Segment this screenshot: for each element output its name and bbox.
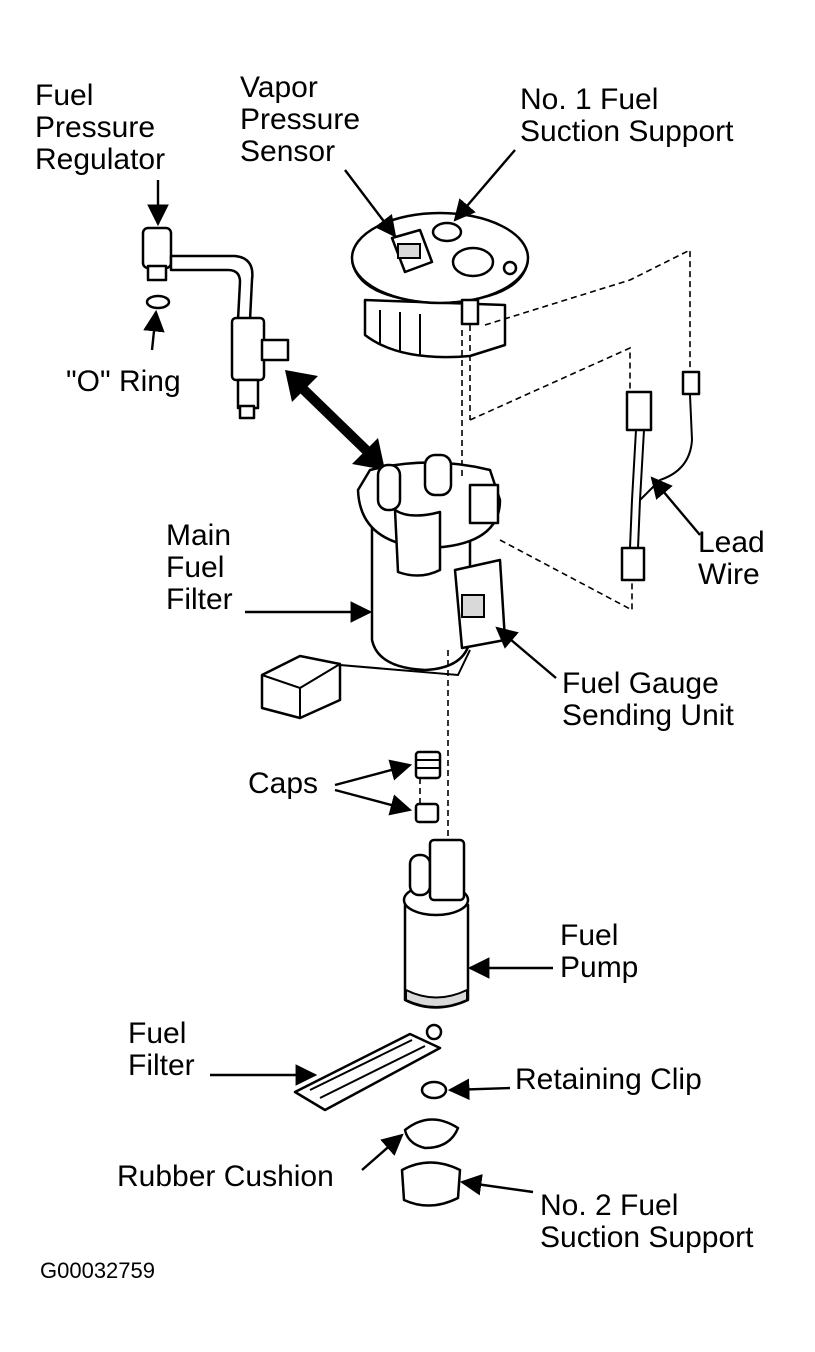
label-line: Pressure — [240, 103, 361, 136]
label-line: Fuel — [128, 1017, 187, 1050]
label-no1-fuel-suction-support: No. 1 Fuel Suction Support — [520, 84, 733, 148]
fuel-filter-part — [293, 1023, 443, 1112]
label-fuel-filter: Fuel Filter — [128, 1018, 195, 1082]
leader-no2-fuel-suction-support — [459, 1174, 534, 1196]
label-line: Main — [166, 519, 232, 552]
label-line: Pump — [560, 951, 639, 984]
figure-code: G00032759 — [40, 1258, 155, 1283]
assembly-double-arrow — [285, 370, 385, 470]
fuel-pressure-regulator-part — [141, 226, 290, 420]
label-line: Rubber Cushion — [117, 1160, 334, 1193]
label-main-fuel-filter: Main Fuel Filter — [166, 520, 233, 616]
leader-no1-fuel-suction-support — [453, 149, 516, 222]
leader-caps-2 — [334, 788, 413, 816]
label-o-ring: "O" Ring — [66, 366, 181, 398]
label-line: Pressure — [35, 111, 156, 144]
leader-retaining-clip — [447, 1078, 511, 1101]
alignment-dashed-lines — [419, 248, 691, 840]
label-rubber-cushion: Rubber Cushion — [117, 1161, 334, 1193]
label-line: Sensor — [240, 135, 336, 168]
label-line: "O" Ring — [66, 365, 181, 398]
lead-wire-part — [620, 370, 701, 582]
leader-o-ring — [143, 309, 165, 351]
label-line: Fuel — [166, 551, 225, 584]
retaining-clip-part — [420, 1080, 448, 1100]
label-line: Caps — [248, 767, 319, 800]
fuel-gauge-sending-unit-part — [260, 649, 471, 720]
no2-fuel-suction-support-part — [400, 1161, 462, 1207]
label-line: Suction Support — [520, 115, 734, 148]
o-ring-part — [145, 294, 171, 310]
leader-vapor-pressure-sensor — [344, 169, 397, 238]
label-retaining-clip: Retaining Clip — [515, 1064, 702, 1096]
label-fuel-gauge-sending-unit: Fuel Gauge Sending Unit — [562, 668, 734, 732]
rubber-cushion-part — [403, 1118, 460, 1150]
main-fuel-filter-part — [356, 453, 507, 672]
label-caps: Caps — [248, 768, 318, 800]
label-line: Vapor — [240, 71, 318, 104]
label-line: No. 2 Fuel — [540, 1189, 679, 1222]
label-fuel-pump: Fuel Pump — [560, 920, 638, 984]
leader-fuel-gauge-sending-unit — [495, 626, 557, 679]
label-lead-wire: Lead Wire — [698, 527, 765, 591]
label-line: Filter — [128, 1049, 195, 1082]
caps-part — [414, 750, 442, 824]
label-vapor-pressure-sensor: Vapor Pressure Sensor — [240, 72, 360, 168]
label-line: Fuel — [35, 79, 94, 112]
label-line: Lead — [698, 526, 765, 559]
leader-lines — [143, 149, 701, 1196]
label-line: Wire — [698, 558, 760, 591]
label-line: Regulator — [35, 143, 166, 176]
leader-caps-1 — [334, 759, 413, 787]
label-line: Retaining Clip — [515, 1063, 702, 1096]
label-line: Fuel — [560, 919, 619, 952]
suction-support-port — [431, 221, 495, 278]
label-line: Fuel Gauge — [562, 667, 719, 700]
leader-rubber-cushion — [361, 1133, 404, 1171]
leader-lead-wire — [650, 476, 701, 536]
label-fuel-pressure-regulator: Fuel Pressure Regulator — [35, 80, 165, 176]
label-line: Sending Unit — [562, 699, 734, 732]
label-line: Filter — [166, 583, 233, 616]
label-line: No. 1 Fuel — [520, 83, 659, 116]
vapor-pressure-sensor-part — [390, 228, 434, 274]
label-no2-fuel-suction-support: No. 2 Fuel Suction Support — [540, 1190, 753, 1254]
fuel-pump-part — [402, 838, 470, 1009]
label-line: Suction Support — [540, 1221, 754, 1254]
